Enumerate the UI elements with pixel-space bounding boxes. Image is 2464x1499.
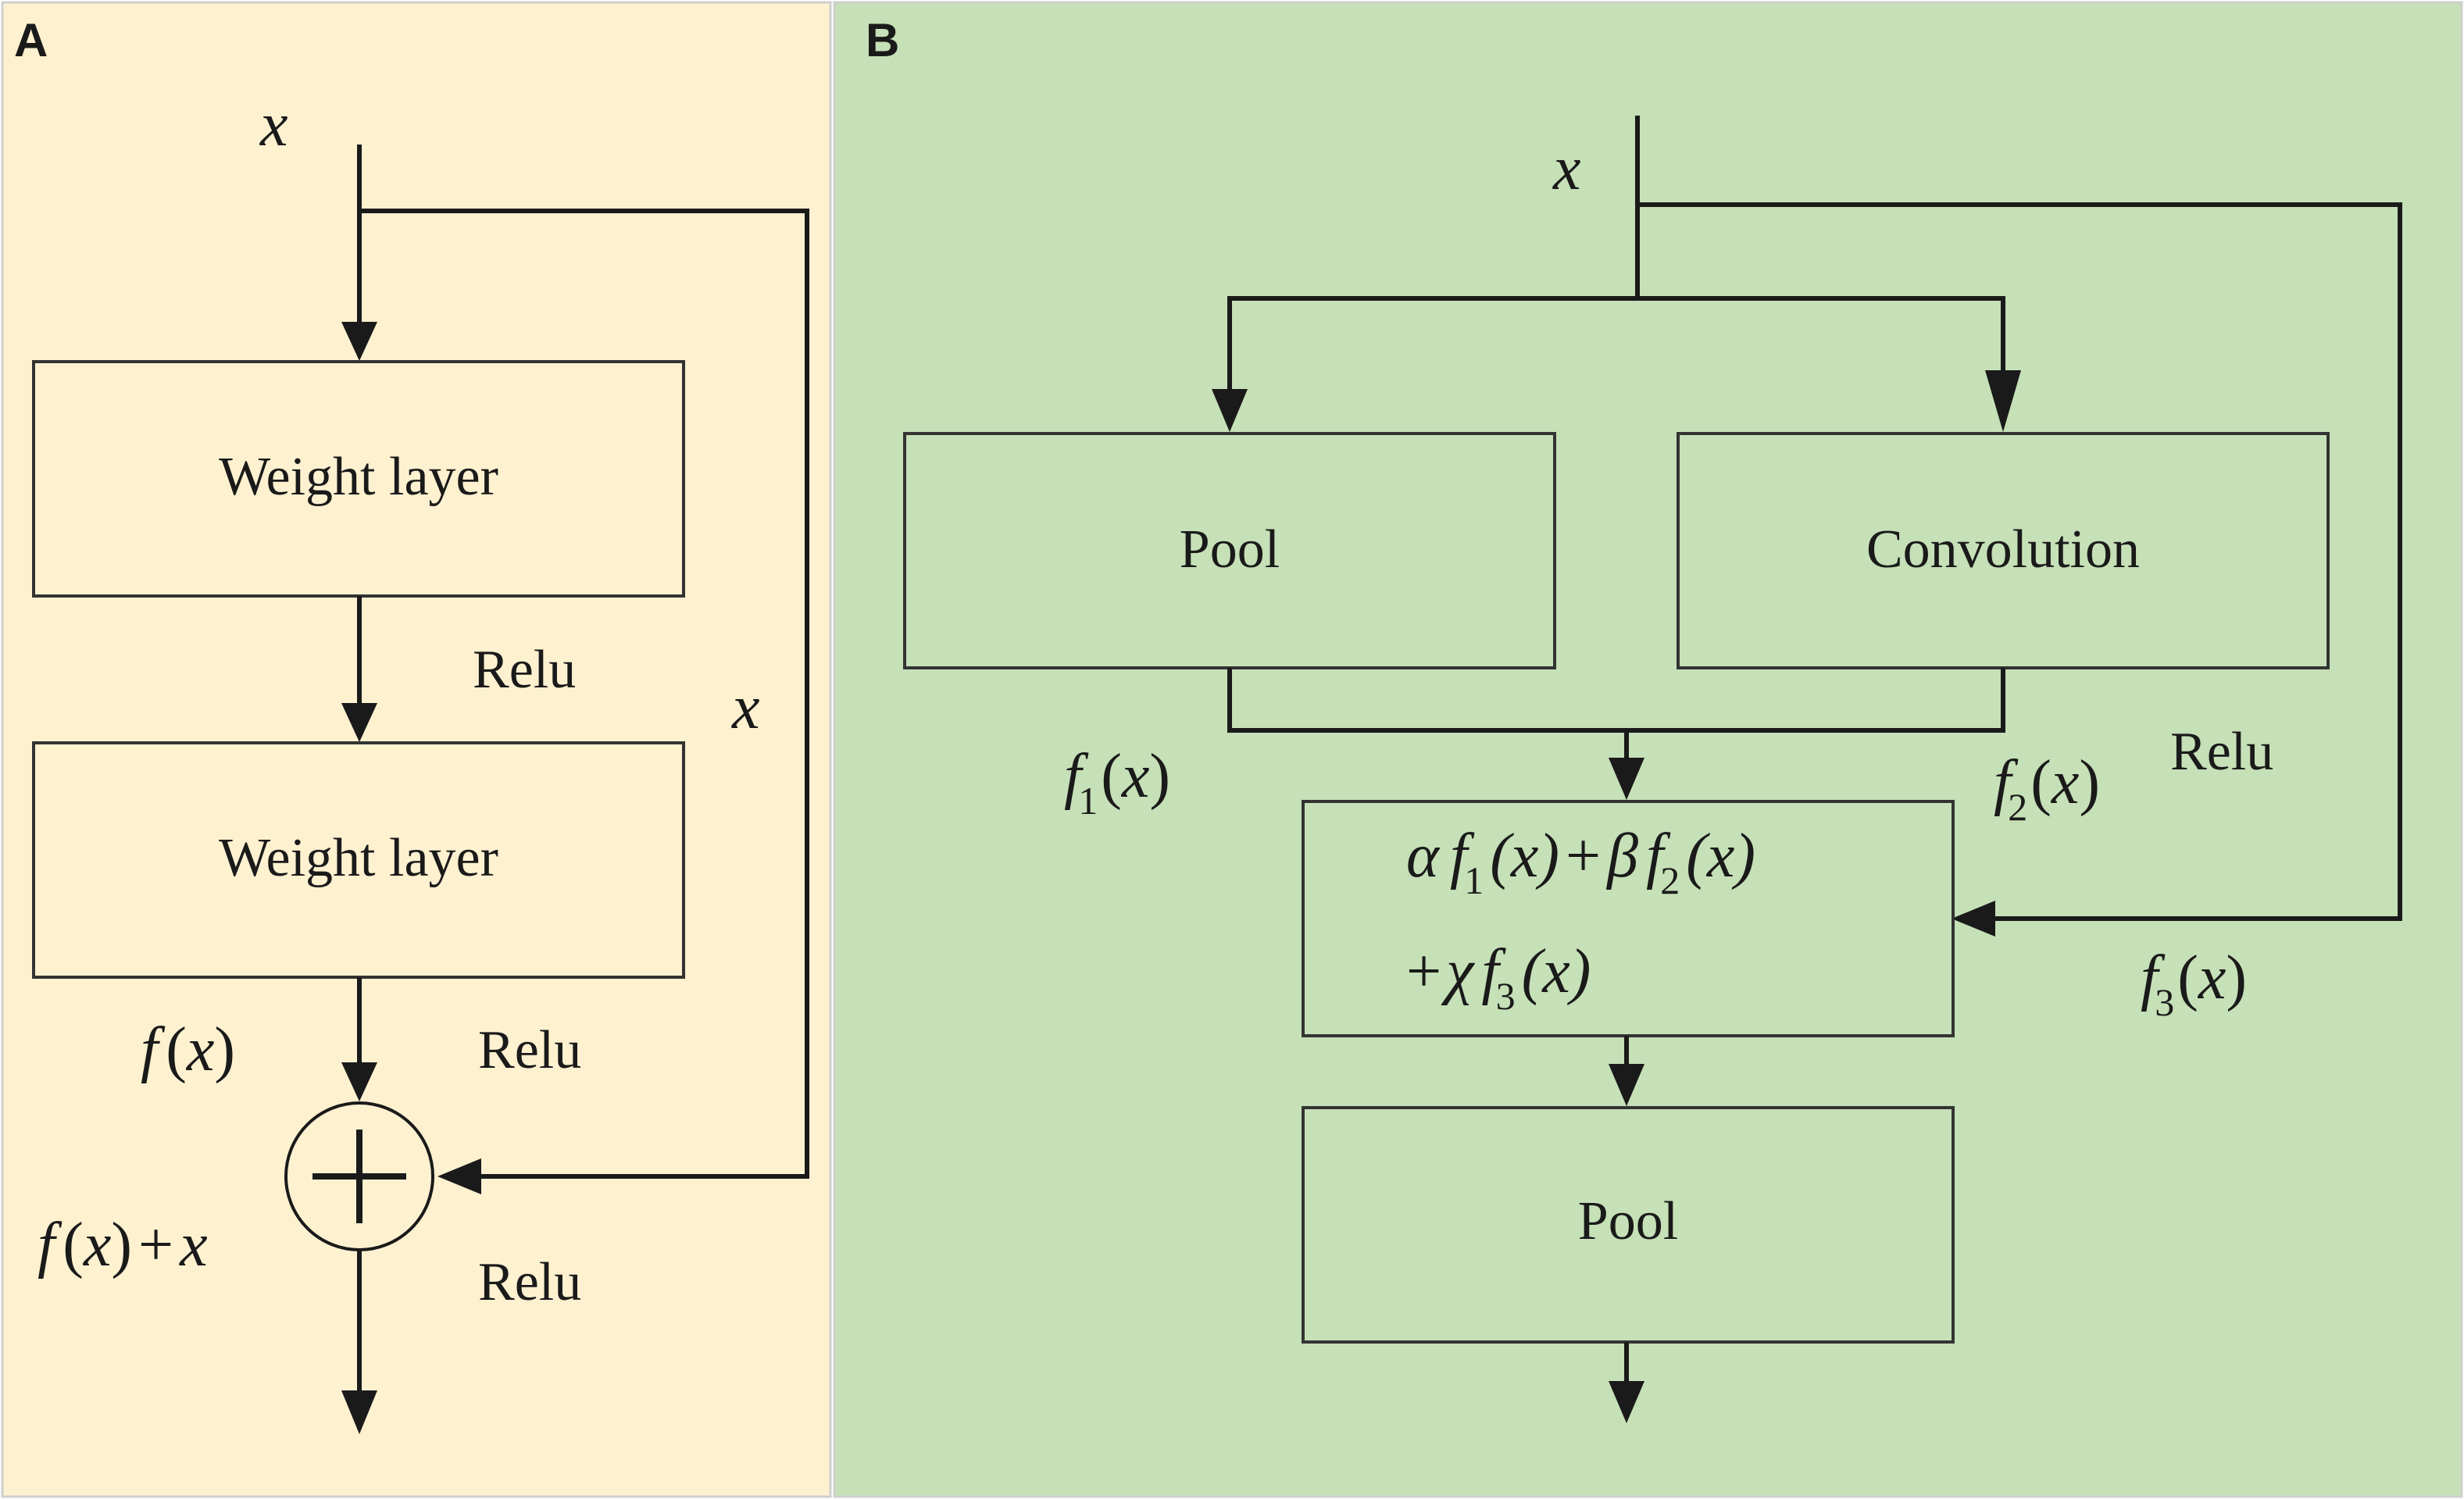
panel-b-f1-sub: 1: [1078, 779, 1098, 823]
panel-b-f3-close: ): [2226, 944, 2247, 1012]
panel-a-relu-1: Relu: [473, 640, 576, 700]
panel-b-merge-wire: [1227, 668, 2005, 733]
panel-b-skip-wire: [1637, 202, 2402, 921]
panel-b-eq-sub2: 2: [1660, 858, 1680, 902]
panel-b-f2-open: (: [2030, 748, 2052, 817]
panel-a-add-circle-icon: [284, 1101, 434, 1251]
panel-a-input-x: x: [259, 91, 288, 159]
panel-b-f1-label: f1(x): [1064, 742, 1170, 823]
panel-a-letter: A: [14, 14, 48, 66]
panel-a-sum-close: ): [111, 1211, 132, 1280]
panel-a-arrow-into-adder-top: [341, 1062, 377, 1101]
panel-a-fx-open: (: [166, 1015, 187, 1084]
panel-b: B x Pool Convolution f1(x) f2(x) Relu: [833, 1, 2463, 1498]
panel-b-eq-sub3: 3: [1496, 974, 1516, 1018]
panel-b-letter: B: [866, 14, 899, 66]
panel-b-f3-open: (: [2177, 944, 2198, 1012]
panel-b-arrow-into-conv: [1985, 370, 2021, 432]
panel-b-eq-sub1: 1: [1464, 858, 1484, 902]
panel-a-sum-x2: x: [179, 1211, 208, 1280]
panel-a-weight-layer-2: [32, 741, 685, 979]
panel-b-convolution-box: [1677, 432, 2330, 669]
panel-b-f3-label: f3(x): [2141, 944, 2247, 1024]
panel-b-convolution-label: Convolution: [1866, 519, 2140, 580]
panel-a-weight-layer-1-label: Weight layer: [219, 447, 498, 507]
panel-a-sum-open: (: [62, 1211, 84, 1280]
panel-b-arrow-output: [1609, 1381, 1644, 1423]
panel-b-eq-chi: χ: [1441, 937, 1475, 1006]
panel-b-combine-box: [1302, 800, 1955, 1037]
panel-a-relu-2: Relu: [478, 1020, 581, 1080]
panel-b-f3-x: x: [2198, 944, 2227, 1012]
panel-b-pool-label: Pool: [1180, 519, 1280, 580]
panel-b-eq2-plus: +: [1406, 937, 1441, 1006]
panel-b-arrow-into-combine-top: [1609, 758, 1644, 800]
panel-b-f1-x: x: [1121, 742, 1150, 811]
panel-a-relu-3: Relu: [478, 1252, 581, 1312]
panel-b-f2-x: x: [2051, 748, 2080, 817]
panel-a: A x x Weight layer Relu Weight layer Rel…: [1, 1, 832, 1498]
panel-b-input-x: x: [1552, 134, 1581, 203]
panel-a-skip-x: x: [731, 673, 760, 742]
panel-a-arrow-into-adder: [437, 1158, 481, 1194]
panel-a-arrow-output: [341, 1390, 377, 1434]
panel-b-eq-alpha: α: [1406, 822, 1441, 890]
panel-b-pool-box: [903, 432, 1556, 669]
panel-a-fx-label: f(x): [141, 1015, 235, 1084]
panel-a-arrow-into-box2: [341, 703, 377, 742]
panel-b-pool2-box: [1302, 1106, 1955, 1344]
panel-b-arrow-into-combine: [1952, 901, 1995, 937]
panel-b-eq-x2: (x): [1686, 822, 1755, 890]
panel-b-arrow-into-pool: [1212, 389, 1248, 432]
panel-a-skip-wire: [359, 209, 809, 1179]
panel-b-eq-beta: β: [1605, 822, 1638, 890]
panel-b-f3-sub: 3: [2155, 980, 2174, 1024]
panel-a-arrow-into-box1: [341, 322, 377, 361]
panel-b-split-wire: [1227, 296, 2005, 391]
panel-b-relu: Relu: [2170, 722, 2273, 782]
panel-b-f1-close: ): [1149, 742, 1170, 811]
panel-a-sum-label: f(x)+x: [37, 1211, 208, 1280]
panel-a-weight-layer-2-label: Weight layer: [219, 828, 498, 888]
panel-b-pool2-label: Pool: [1578, 1191, 1678, 1251]
panel-b-f2-label: f2(x): [1994, 748, 2100, 829]
panel-b-arrow-into-pool2: [1609, 1064, 1644, 1106]
panel-b-eq-plus: +: [1566, 822, 1601, 890]
panel-b-f2-close: ): [2079, 748, 2100, 817]
panel-b-f2-sub: 2: [2008, 785, 2027, 829]
panel-a-sum-x: x: [83, 1211, 112, 1280]
panel-a-fx-close: ): [214, 1015, 235, 1084]
panel-b-eq-x1: (x): [1490, 822, 1559, 890]
panel-a-sum-plus: +: [138, 1211, 173, 1280]
panel-b-f1-open: (: [1101, 742, 1122, 811]
panel-b-eq-x3: (x): [1522, 937, 1591, 1006]
panel-a-fx-x: x: [186, 1015, 215, 1084]
